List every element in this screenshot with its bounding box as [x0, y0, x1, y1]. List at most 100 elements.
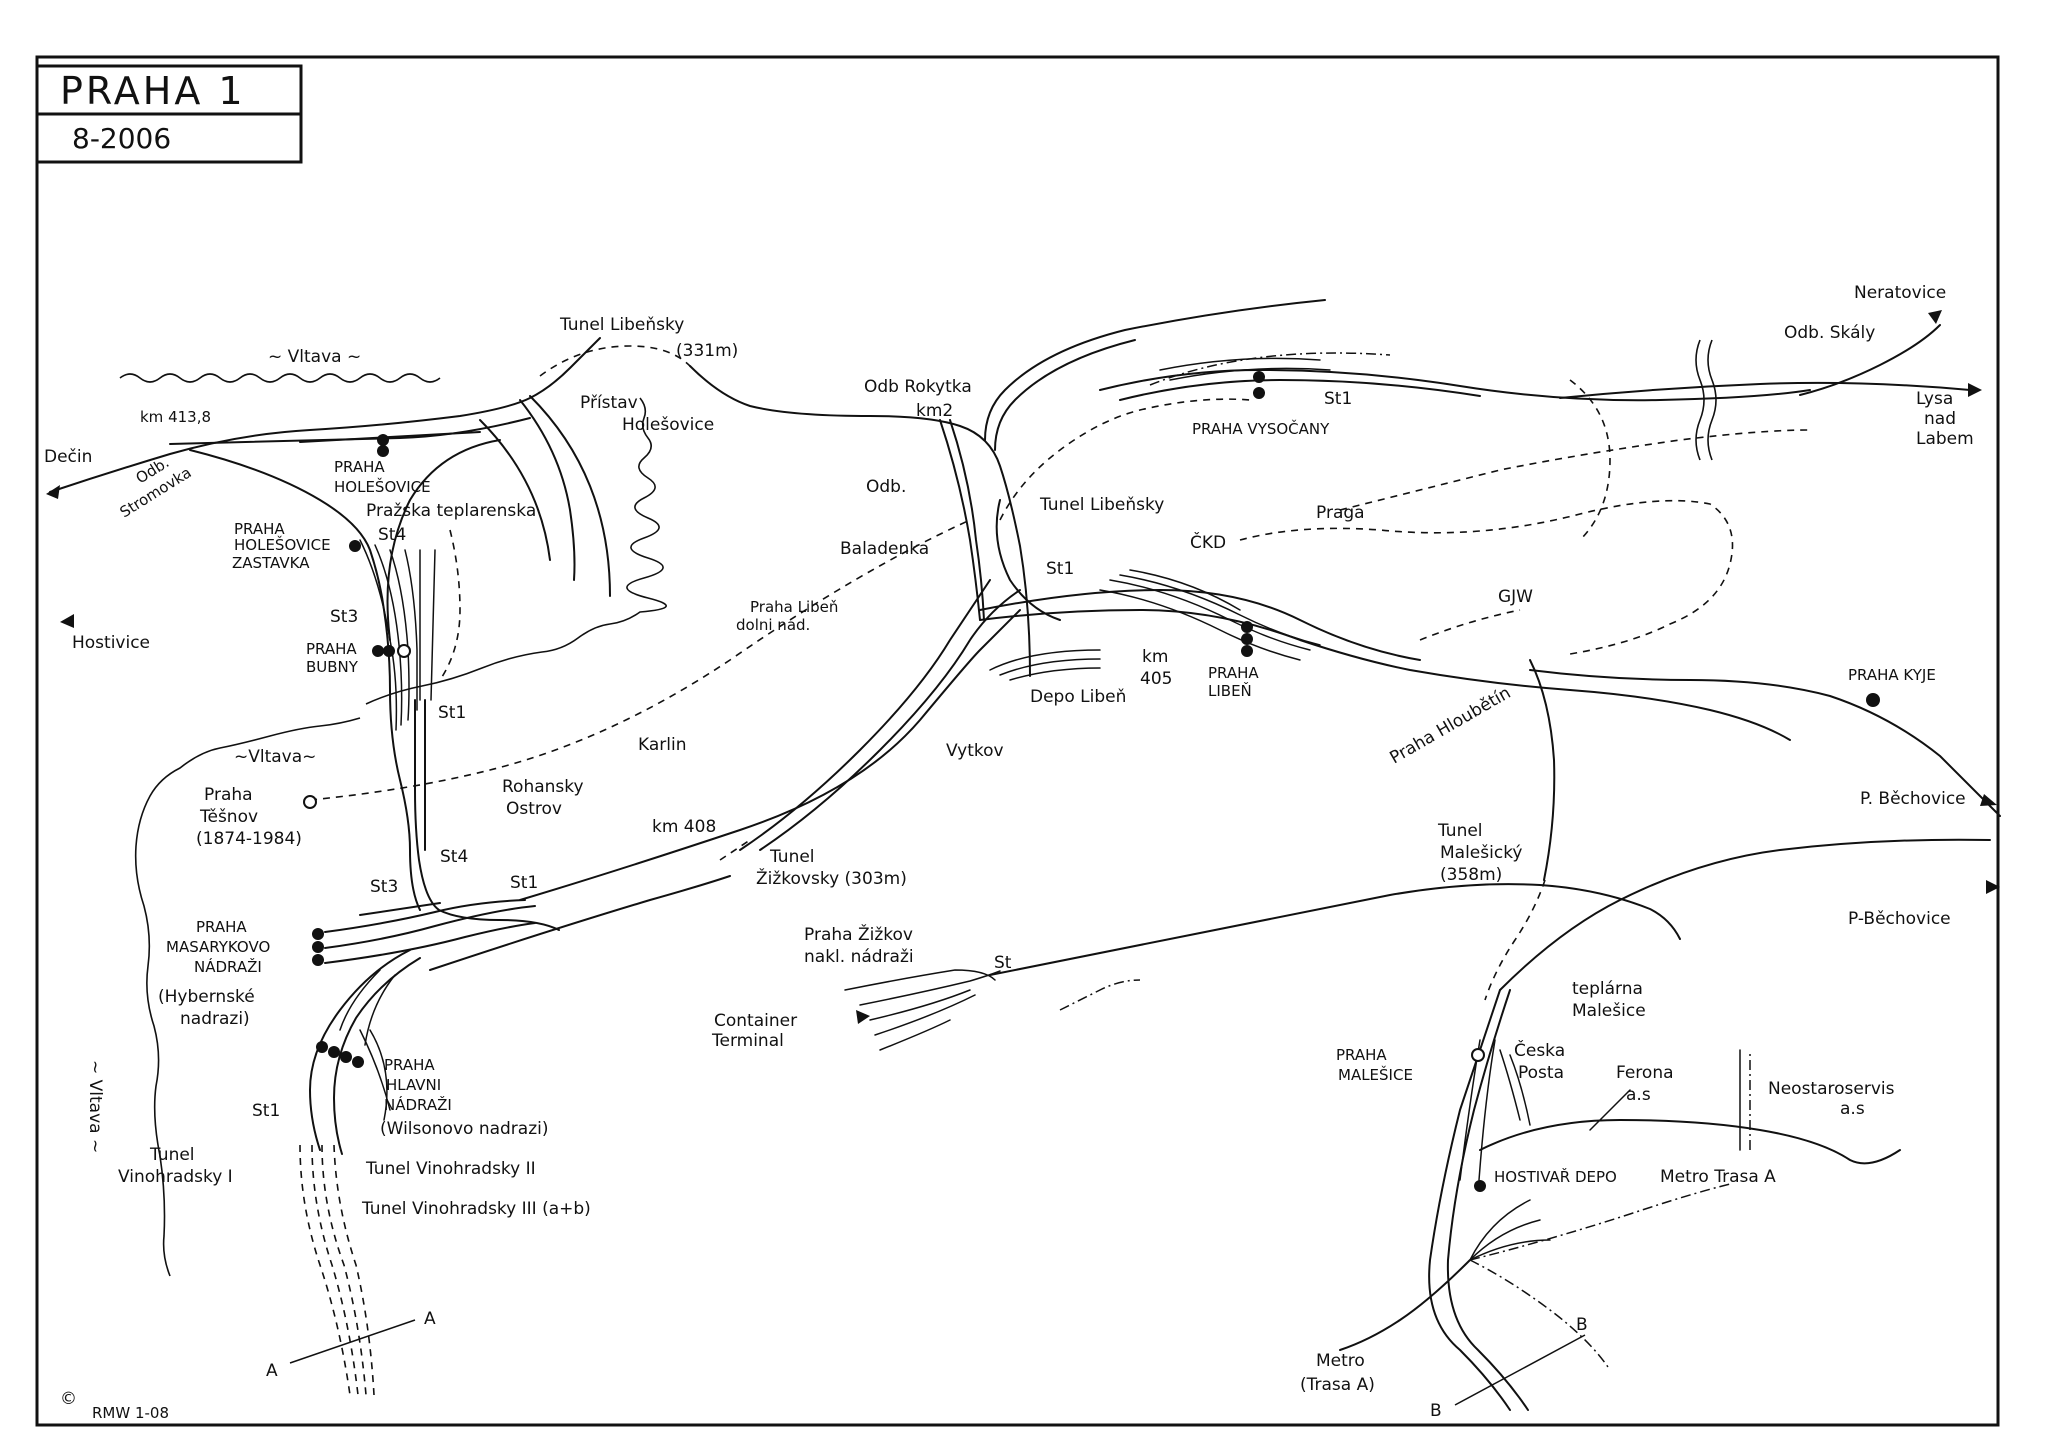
map-title: PRAHA 1: [60, 69, 246, 113]
label-tunel-malesicky-1: Tunel: [1437, 821, 1483, 841]
label-masarykovo-4: (Hybernské: [158, 987, 255, 1007]
label-praha-liben-dolni-1: Praha Libeň: [750, 598, 838, 616]
track-liben-bundle-3: [1119, 574, 1321, 646]
track-zizkov-bundle-2: [859, 970, 1001, 1006]
station-liben-marker-2: [1241, 633, 1253, 645]
label-pristav-1: Přístav: [580, 393, 638, 413]
label-section-b-left: B: [1430, 1401, 1442, 1421]
label-masarykovo-1: PRAHA: [196, 918, 247, 936]
track-to-neratovice: [1799, 324, 1941, 396]
track-malesice-bechovice: [1499, 838, 1991, 991]
label-st1-hlavni: St1: [252, 1101, 280, 1121]
label-lysa-1: Lysa: [1916, 389, 1953, 409]
label-rohansky-2: Ostrov: [506, 799, 562, 819]
label-st1-liben: St1: [1046, 559, 1074, 579]
label-praha-liben-2: LIBEŇ: [1208, 681, 1252, 700]
label-karlin: Karlin: [638, 735, 686, 755]
label-lysa-2: nad: [1924, 409, 1956, 429]
track-zizkovsky-tunnel-dash: [719, 839, 751, 861]
label-holesovice-zastavka-1: PRAHA: [234, 520, 285, 538]
arrow-decin: [46, 485, 60, 499]
track-zizkov-tunnel: [429, 875, 731, 971]
label-km405-2: 405: [1140, 669, 1172, 689]
title-box: PRAHA 1 8-2006: [35, 64, 303, 164]
label-st-zizkov: St: [994, 953, 1012, 973]
vltava-river-right: [365, 397, 667, 705]
station-hostivar-marker: [1474, 1180, 1486, 1192]
label-praha-tesnov-1: Praha: [204, 785, 253, 805]
label-ceska-posta-2: Posta: [1518, 1063, 1564, 1083]
track-vysocany-dashdot: [1149, 352, 1391, 386]
station-liben-marker-3: [1241, 645, 1253, 657]
track-vysocany-bundle-1: [1159, 357, 1321, 371]
label-tunel-vino-1a: Tunel: [149, 1145, 195, 1165]
label-praha-liben-dolni-2: dolni nad.: [736, 616, 810, 634]
track-ferona-branch: [1589, 1089, 1631, 1131]
copyright-symbol: ©: [60, 1389, 77, 1409]
track-vinohrady-tunnel-3: [321, 1144, 367, 1396]
station-bubny-marker-1: [372, 645, 384, 657]
track-east-loop: [1569, 379, 1611, 541]
label-tunel-malesicky-2: Malešický: [1440, 843, 1523, 863]
track-rokytka-liben-1: [939, 419, 981, 621]
track-depo-liben-3: [1009, 667, 1101, 681]
label-neostaroservis-1: Neostaroservis: [1768, 1079, 1895, 1099]
track-holesovice-loop: [386, 439, 501, 641]
track-to-lysa: [1559, 381, 1971, 399]
label-praha-bubny-1: PRAHA: [306, 640, 357, 658]
track-masarykovo-4: [359, 902, 441, 916]
arrow-p-bechovice-2: [1986, 880, 2000, 894]
station-bubny-marker-2: [383, 645, 395, 657]
label-km4138: km 413,8: [140, 408, 211, 426]
track-tunel-libensky-top: [539, 345, 691, 377]
label-praha-hloubetin: Praha Hloubětín: [1387, 683, 1515, 768]
track-baladenka-1: [984, 299, 1326, 441]
label-hlavni-4: (Wilsonovo nadrazi): [380, 1119, 548, 1139]
track-vinohrady-tunnel-1: [299, 1144, 351, 1396]
station-praha-tesnov-marker: [303, 795, 317, 809]
label-praha-malesice-1: PRAHA: [1336, 1046, 1387, 1064]
station-bubny-marker-open: [397, 644, 411, 658]
arrow-neratovice: [1928, 310, 1942, 324]
track-holesovice-station-2: [299, 431, 481, 443]
credit-text: RMW 1-08: [92, 1404, 169, 1422]
label-hlavni-2: HLAVNI: [386, 1076, 441, 1094]
label-masarykovo-3: NÁDRAŽI: [194, 957, 262, 976]
track-vytkov-1: [739, 579, 991, 851]
label-tunel-zizkovsky-2: Žižkovsky (303m): [756, 867, 907, 889]
track-masarykovo-2: [324, 905, 536, 949]
label-km2: km2: [916, 401, 953, 421]
station-holesovice-zastavka-marker: [349, 540, 361, 552]
track-bubny-masarykovo: [414, 699, 560, 931]
track-pristav-1: [529, 395, 611, 597]
section-line-a: [289, 1319, 416, 1364]
label-rohansky-1: Rohansky: [502, 777, 584, 797]
label-metro-left-2: (Trasa A): [1300, 1375, 1375, 1395]
label-praha-tesnov-3: (1874-1984): [196, 829, 302, 849]
track-hostivar-fan-3: [1469, 1239, 1551, 1261]
label-praha-kyje: PRAHA KYJE: [1848, 666, 1936, 684]
label-tunel-libensky-mid: Tunel Libeňsky: [1039, 495, 1164, 515]
track-praga-loop: [1339, 429, 1811, 511]
track-hostivar-fan-1: [1469, 1199, 1531, 1261]
station-vysocany-marker-2: [1253, 387, 1265, 399]
track-hloubetin: [1529, 659, 1556, 881]
station-masarykovo-marker-3: [312, 954, 324, 966]
label-praha-vysocany: PRAHA VYSOČANY: [1192, 419, 1330, 438]
track-rokytka-liben-2: [949, 419, 985, 621]
label-prazska-teplarenska: Pražska teplarenska: [366, 501, 536, 521]
track-malesice-main-2: [1446, 989, 1529, 1411]
map-border: [35, 55, 2000, 1427]
label-section-a-left: A: [266, 1361, 278, 1381]
label-ferona-1: Ferona: [1616, 1063, 1674, 1083]
label-tunel-vino-1b: Vinohradsky I: [118, 1167, 233, 1187]
vltava-river-left: [134, 717, 361, 1277]
track-bubny-bundle-3: [389, 549, 410, 721]
label-km408: km 408: [652, 817, 716, 837]
label-st1-vysocany: St1: [1324, 389, 1352, 409]
track-malesice-bundle-2: [1478, 1039, 1496, 1181]
track-to-rokytka: [689, 365, 1031, 677]
label-st4-top: St4: [378, 525, 406, 545]
track-hlavni-2: [333, 957, 421, 1155]
